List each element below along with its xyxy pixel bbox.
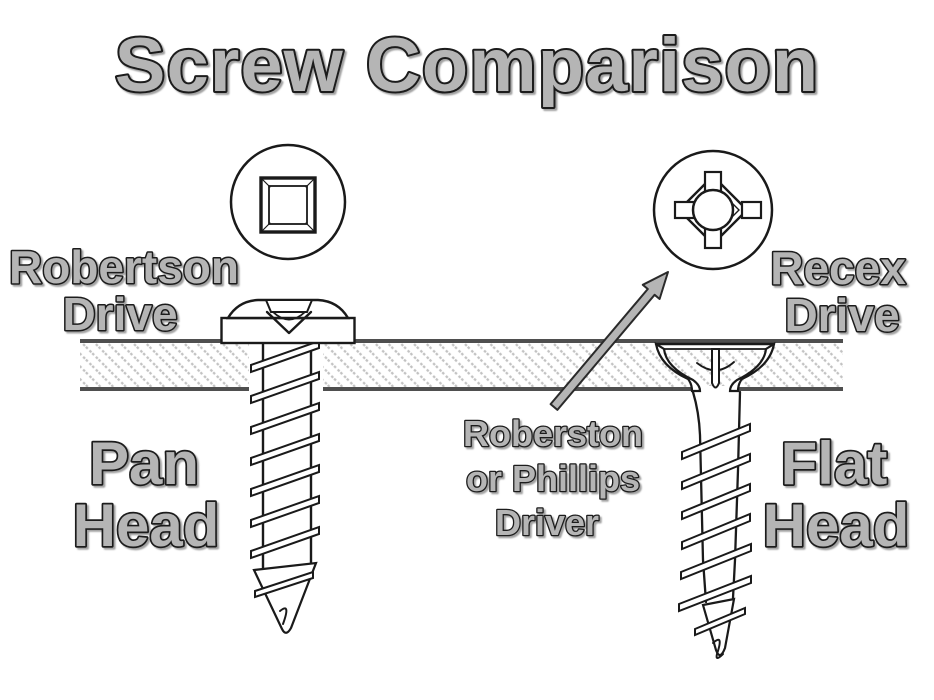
thread-ridges xyxy=(678,422,752,613)
pan-head xyxy=(220,298,356,345)
recex-drive-label-line1: Recex xyxy=(770,242,906,294)
shank-left-line xyxy=(691,390,708,604)
screw-tip xyxy=(252,561,318,634)
robertson-square-drive-icon xyxy=(229,143,347,261)
countersink-right-side xyxy=(728,341,776,393)
board-cutout-right xyxy=(694,386,739,393)
recex-combo-drive-icon xyxy=(652,149,774,271)
driver-note-line1: Roberston xyxy=(463,413,643,454)
recex-drive-label-line2: Drive xyxy=(784,289,899,341)
flat-head-label-line2: Head xyxy=(763,492,910,559)
robertson-drive-label-line1: Robertson xyxy=(9,241,239,293)
pan-head-screw xyxy=(220,298,356,634)
annotation-arrow xyxy=(549,271,669,411)
thread-ridges xyxy=(250,339,320,560)
screw-tip xyxy=(694,597,746,659)
diagram-title: Screw Comparison xyxy=(115,23,819,108)
flat-head-screw xyxy=(654,341,776,659)
driver-note-line2: or Phillips xyxy=(466,458,640,499)
pan-head-label-line1: Pan xyxy=(89,430,199,497)
recess-chevron xyxy=(265,310,313,335)
driver-note-line3: Driver xyxy=(495,502,599,543)
robertson-drive-label-line2: Drive xyxy=(62,288,177,340)
countersink-left-side xyxy=(654,341,702,393)
square-recess-opening xyxy=(264,299,314,313)
recess-slot xyxy=(711,348,720,389)
flat-head-label-line1: Flat xyxy=(781,430,888,497)
pan-head-label-line2: Head xyxy=(73,492,220,559)
